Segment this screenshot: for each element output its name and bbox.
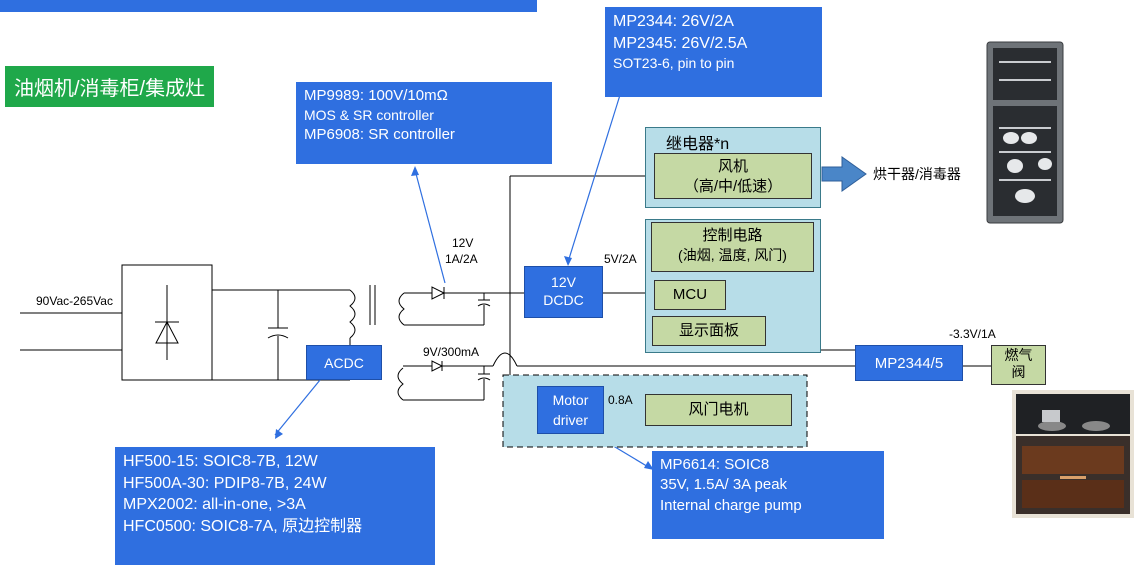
callout-line: MP2344: 26V/2A xyxy=(613,11,814,33)
relay-label: 继电器*n xyxy=(666,130,729,154)
control-circuit-sub-label: (油烟, 温度, 风门) xyxy=(652,246,813,265)
fan-label: 风机 xyxy=(655,157,811,177)
dcdc-line1: 12V xyxy=(525,273,602,291)
callout-hf500: HF500-15: SOIC8-7B, 12W HF500A-30: PDIP8… xyxy=(115,447,435,565)
callout-line: MP2345: 26V/2.5A xyxy=(613,33,814,55)
callout-line: 35V, 1.5A/ 3A peak xyxy=(660,475,876,495)
callout-line: HFC0500: SOIC8-7A, 原边控制器 xyxy=(123,516,427,538)
dcdc-block: 12V DCDC xyxy=(524,266,603,318)
dryer-label: 烘干器/消毒器 xyxy=(873,164,961,184)
control-circuit-block: 控制电路 (油烟, 温度, 风门) xyxy=(651,222,814,272)
callout-mp2344: MP2344: 26V/2A MP2345: 26V/2.5A SOT23-6,… xyxy=(605,7,822,97)
callout-line: Internal charge pump xyxy=(660,496,876,516)
mcu-block: MCU xyxy=(654,280,726,310)
display-panel-block: 显示面板 xyxy=(652,316,766,346)
callout-line: MP9989: 100V/10mΩ xyxy=(304,86,544,106)
disinfection-cabinet-illustration xyxy=(985,40,1065,225)
callout-line: HF500-15: SOIC8-7B, 12W xyxy=(123,451,427,473)
callout-line: MOS & SR controller xyxy=(304,106,544,125)
gas-valve-line2: 阀 xyxy=(992,364,1045,381)
output-5v-label: 5V/2A xyxy=(604,252,637,266)
motor-driver-block: Motor driver xyxy=(537,386,604,434)
current-08a-label: 0.8A xyxy=(608,393,633,407)
callout-line: MP6908: SR controller xyxy=(304,125,544,145)
gas-valve-line1: 燃气 xyxy=(992,347,1045,364)
neg-3v3-label: -3.3V/1A xyxy=(949,327,996,341)
callout-line: MPX2002: all-in-one, >3A xyxy=(123,494,427,516)
callout-line: MP6614: SOIC8 xyxy=(660,455,876,475)
callout-mp6614: MP6614: SOIC8 35V, 1.5A/ 3A peak Interna… xyxy=(652,451,884,539)
callout-line: HF500A-30: PDIP8-7B, 24W xyxy=(123,473,427,495)
output-9v-label: 9V/300mA xyxy=(423,345,479,359)
damper-motor-block: 风门电机 xyxy=(645,394,792,426)
mp2344-5-block: MP2344/5 xyxy=(855,345,963,381)
dcdc-line2: DCDC xyxy=(525,291,602,309)
callout-line: SOT23-6, pin to pin xyxy=(613,54,814,73)
fan-speed-label: （高/中/低速） xyxy=(655,177,811,197)
output-12v-label: 12V xyxy=(452,236,473,250)
control-circuit-label: 控制电路 xyxy=(652,226,813,246)
control-region: 控制电路 (油烟, 温度, 风门) MCU 显示面板 xyxy=(645,219,821,353)
output-12v-current-label: 1A/2A xyxy=(445,252,478,266)
motor-driver-line2: driver xyxy=(538,410,603,430)
motor-driver-line1: Motor xyxy=(538,390,603,410)
integrated-stove-illustration xyxy=(1012,390,1134,518)
input-voltage-label: 90Vac-265Vac xyxy=(36,294,113,308)
relay-region: 继电器*n 风机 （高/中/低速） xyxy=(645,127,821,208)
acdc-block: ACDC xyxy=(306,345,382,380)
callout-mp9989: MP9989: 100V/10mΩ MOS & SR controller MP… xyxy=(296,82,552,164)
fan-block: 风机 （高/中/低速） xyxy=(654,153,812,199)
gas-valve-block: 燃气 阀 xyxy=(991,345,1046,385)
